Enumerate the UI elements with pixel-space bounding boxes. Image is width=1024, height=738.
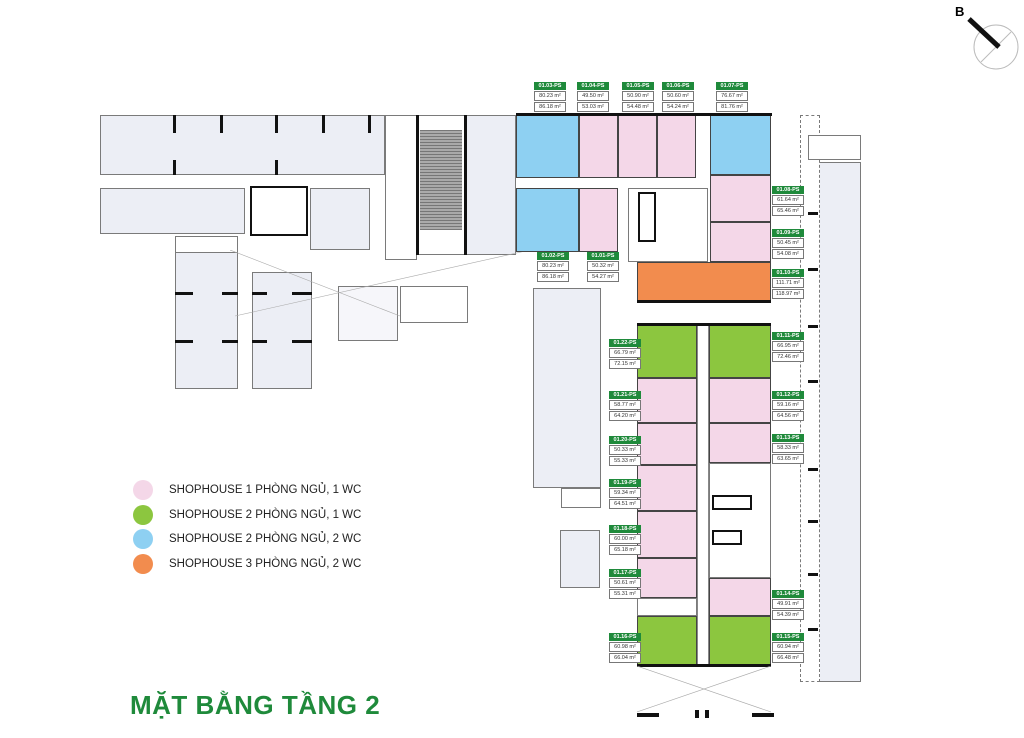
unit-01-01[interactable] [579,188,618,252]
unit-01-12[interactable] [709,378,771,423]
unit-01-18[interactable] [637,511,697,558]
legend-swatch-blue [133,529,153,550]
unit-01-14[interactable] [709,578,771,616]
unit-01-21[interactable] [637,378,697,423]
stair-lift-block [400,286,468,323]
commercial-space-west [100,188,245,234]
central-corridor [697,325,709,666]
void-cross-lines [230,250,530,317]
stair-corridor [385,115,417,260]
legend-item-3pn-2wc: SHOPHOUSE 3 PHÒNG NGỦ, 2 WC [133,552,361,577]
unit-01-22[interactable] [637,325,697,378]
legend-label: SHOPHOUSE 2 PHÒNG NGỦ, 2 WC [169,533,362,546]
legend-item-2pn-1wc: SHOPHOUSE 2 PHÒNG NGỦ, 1 WC [133,503,361,528]
unit-01-08[interactable] [710,175,771,222]
legend-item-1pn-1wc: SHOPHOUSE 1 PHÒNG NGỦ, 1 WC [133,478,361,503]
west-wing-lift [561,488,601,508]
legend-item-2pn-2wc: SHOPHOUSE 2 PHÒNG NGỦ, 2 WC [133,527,361,552]
legend-swatch-orange [133,553,153,574]
canopy-lines [637,666,771,713]
escalator-hatch [420,130,462,230]
commercial-space-north [100,115,385,175]
commercial-space-mid [310,188,370,250]
legend-label: SHOPHOUSE 3 PHÒNG NGỦ, 2 WC [169,557,362,570]
compass-label: B [955,4,965,19]
unit-01-06[interactable] [657,115,696,178]
legend-label: SHOPHOUSE 2 PHÒNG NGỦ, 1 WC [169,508,362,521]
tower-b-elevators-1 [712,495,752,510]
unit-01-03[interactable] [516,115,579,178]
unit-01-11[interactable] [709,325,771,378]
unit-01-07[interactable] [710,115,771,175]
commercial-space-sw1 [175,252,238,389]
service-block [175,236,238,253]
unit-01-15[interactable] [709,616,771,666]
unit-01-05[interactable] [618,115,657,178]
unit-01-02[interactable] [516,188,579,252]
unit-01-09[interactable] [710,222,771,262]
unit-01-19[interactable] [637,465,697,511]
legend: SHOPHOUSE 1 PHÒNG NGỦ, 1 WC SHOPHOUSE 2 … [133,478,361,576]
unit-01-20[interactable] [637,423,697,465]
unit-01-13[interactable] [709,423,771,463]
east-service [808,135,861,160]
service-shaft [637,598,697,616]
commercial-space-sw2 [252,272,312,389]
unit-01-16[interactable] [637,616,697,666]
west-wing-shops-lower [560,530,600,588]
unit-01-17[interactable] [637,558,697,598]
unit-01-10[interactable] [637,262,771,302]
legend-swatch-green [133,504,153,525]
floor-plan-title: MẶT BẰNG TẦNG 2 [130,690,381,720]
north-compass: B [955,4,1024,75]
unit-01-04[interactable] [579,115,618,178]
west-wing-shops [533,288,601,488]
tower-b-core [709,463,771,578]
compass-icon [967,17,1019,70]
commercial-space-east [466,115,516,255]
tower-a-elevators [638,192,656,242]
tower-b-elevators-2 [712,530,742,545]
legend-swatch-pink [133,480,153,501]
legend-label: SHOPHOUSE 1 PHÒNG NGỦ, 1 WC [169,484,362,497]
elevator-core [250,186,308,236]
